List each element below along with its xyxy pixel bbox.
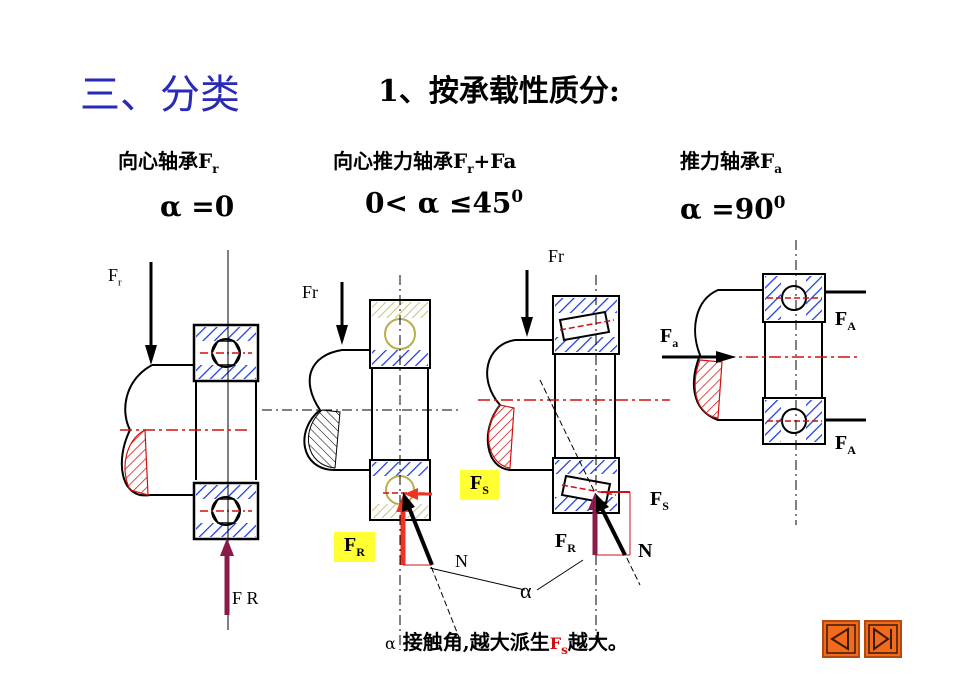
contact-angle-note: α 接触角,越大派生Fs越大。 (385, 630, 628, 657)
alpha-ninety: α =900 (680, 192, 786, 226)
fs-label-tapered: FS (650, 488, 669, 513)
tapered-bearing (478, 270, 670, 640)
n-label-angular: N (455, 551, 468, 571)
section-heading: 三、分类 (80, 72, 240, 118)
fr-label-angular: Fr (302, 282, 319, 302)
alpha-label: α (520, 578, 532, 603)
fr-highlight-label: FR (334, 532, 375, 562)
angular-contact-bearing-title: 向心推力轴承Fr+Fa (333, 149, 517, 176)
alpha-zero: α =0 (160, 190, 235, 223)
triangle-left-icon (826, 624, 856, 654)
thrust-bearing-title: 推力轴承Fa (680, 149, 782, 176)
angular-bearing (262, 275, 526, 650)
fr-label-bottom: F R (232, 588, 259, 608)
fr-label-radial: Fr (108, 265, 122, 289)
fr-label-tapered: Fr (548, 246, 565, 266)
n-label-tapered: N (638, 540, 653, 562)
fs-highlight-label: FS (460, 470, 499, 500)
next-slide-button[interactable] (864, 620, 902, 658)
radial-bearing (120, 250, 260, 630)
section-subheading: 1、按承载性质分: (378, 74, 620, 109)
alpha-range: 0< α ≤450 (365, 186, 524, 220)
prev-slide-button[interactable] (822, 620, 860, 658)
triangle-right-icon (868, 624, 898, 654)
radial-bearing-title: 向心轴承Fr (118, 149, 219, 176)
fa-top-label: FA (835, 308, 856, 333)
fa-bottom-label: FA (835, 432, 856, 457)
thrust-bearing (662, 240, 866, 525)
fa-label: Fa (660, 325, 679, 350)
fr-label-tapered-bottom: FR (555, 530, 576, 555)
